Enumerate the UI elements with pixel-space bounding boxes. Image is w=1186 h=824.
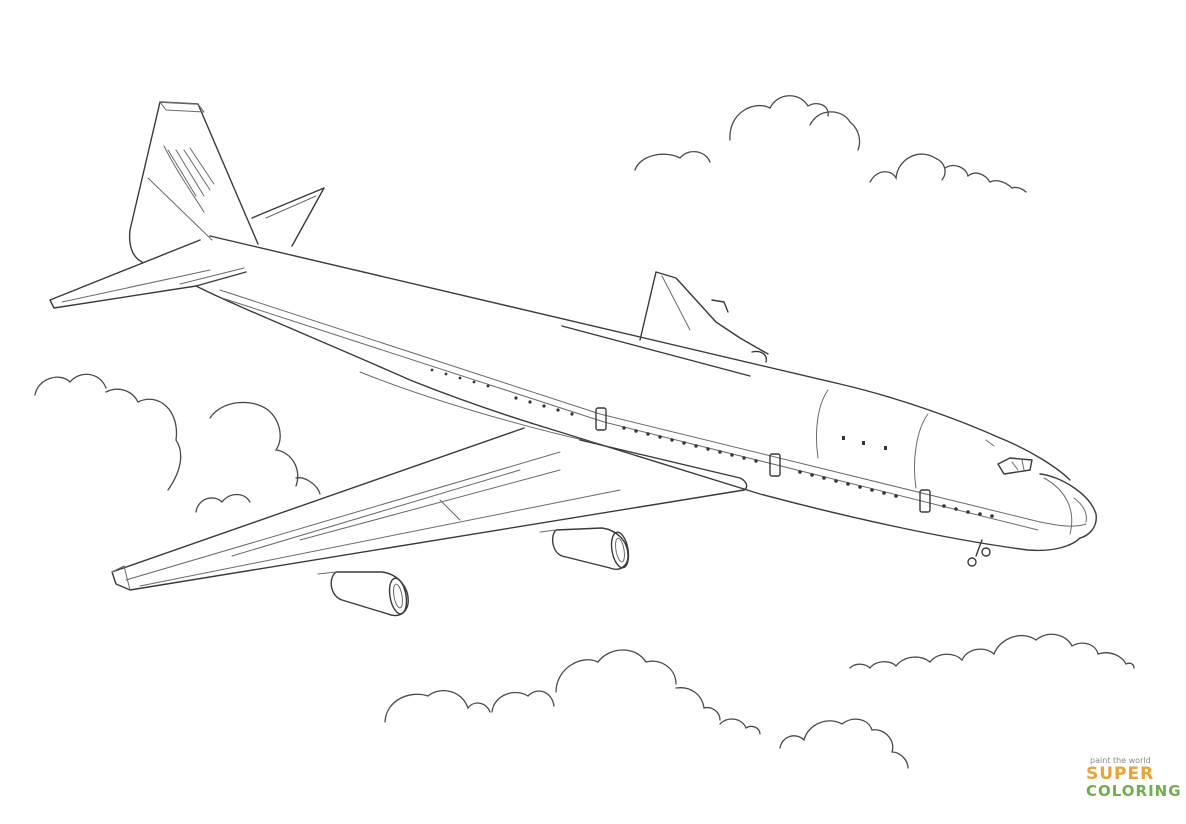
logo-tagline: paint the world xyxy=(1090,756,1151,765)
engine-inner xyxy=(539,527,630,570)
fuselage xyxy=(195,235,1087,552)
vertical-tail-fin xyxy=(128,101,259,263)
far-horizontal-stabilizer xyxy=(251,187,325,247)
nose-cockpit xyxy=(985,439,1097,539)
cloud-top-right xyxy=(634,95,1027,193)
cloud-left xyxy=(34,373,321,513)
airplane xyxy=(49,101,1097,617)
windows-row xyxy=(430,368,994,518)
near-wing xyxy=(111,427,748,591)
doors xyxy=(595,407,931,513)
super-coloring-logo: paint the world SUPER COLORING xyxy=(1084,756,1181,805)
logo-word-coloring: COLORING xyxy=(1086,782,1182,800)
cloud-bottom-center xyxy=(384,649,761,735)
far-wing xyxy=(639,271,769,363)
cloud-bottom-right xyxy=(779,633,1135,769)
nose-landing-gear xyxy=(967,539,991,567)
engine-outer xyxy=(317,571,409,617)
near-horizontal-stabilizer xyxy=(49,239,247,309)
logo-word-super: SUPER xyxy=(1086,764,1155,784)
